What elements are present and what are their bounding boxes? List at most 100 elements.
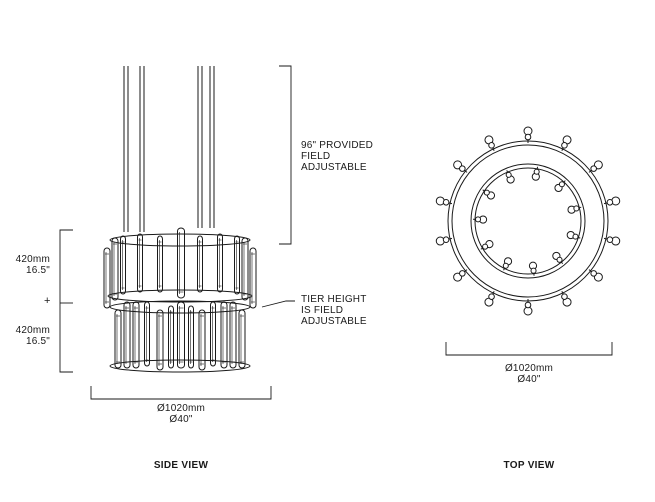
cable-note-line-3: ADJUSTABLE [301, 162, 367, 173]
cable-length-bracket [279, 65, 292, 245]
tube-outline [177, 301, 185, 369]
tier-note-line-2: IS FIELD [301, 305, 344, 316]
lamp-bulb-inner [573, 205, 580, 212]
top-view-diameter-label: Ø1020mm Ø40" [484, 363, 574, 385]
lamp-head [588, 160, 603, 173]
glass-tube [238, 309, 246, 369]
tier-height-leader [261, 300, 295, 308]
glass-tube [234, 235, 240, 295]
glass-tube [157, 235, 163, 293]
lamp-bulb-inner [590, 165, 597, 172]
top-view-title: TOP VIEW [503, 460, 555, 471]
tube-outline [241, 237, 249, 301]
tube-outline [111, 237, 119, 301]
lamp-head [531, 166, 540, 181]
tube-outline [177, 227, 185, 299]
lamp-head [528, 261, 538, 276]
lamp-bulb-inner [590, 270, 597, 277]
side-view-diameter-in: Ø40" [169, 414, 193, 425]
glass-tube [114, 309, 122, 369]
top-view-diameter-mm: Ø1020mm [504, 363, 554, 374]
tier-note-line-3: ADJUSTABLE [301, 316, 367, 327]
lower-tier-height-in: 16.5" [25, 336, 50, 347]
lamp-bulb-inner [459, 270, 466, 277]
lamp-head [480, 240, 494, 250]
tier-note-line-1: TIER HEIGHT [301, 294, 367, 305]
lamp-bulb-inner [442, 199, 450, 206]
tier-divider-marker: + [44, 295, 51, 307]
lamp-head [435, 236, 453, 246]
lamp-bulb-inner [488, 142, 495, 149]
tube-outline [197, 235, 203, 293]
top-view-diameter-in: Ø40" [517, 374, 541, 385]
side-view-diameter-mm: Ø1020mm [156, 403, 206, 414]
lamp-head [567, 205, 582, 214]
lamp-head [505, 170, 515, 184]
glass-tube [198, 309, 206, 371]
lamp-head [561, 135, 572, 151]
glass-tube [144, 301, 150, 367]
glass-tube [111, 237, 119, 301]
inner-ring-inner-edge [474, 167, 582, 275]
upper-ring-top [109, 233, 251, 247]
tube-outline [132, 301, 140, 369]
outer-ring-inner-edge [451, 144, 605, 298]
lamp-bulb-inner [556, 256, 563, 263]
lamp-bulb-inner [482, 243, 489, 250]
lower-ring-top [109, 300, 251, 314]
side-view-drawing [103, 66, 257, 373]
lamp-head [566, 230, 581, 240]
lamp-bulb-inner [475, 216, 482, 223]
tube-outline [120, 235, 126, 295]
tube-outline [123, 301, 131, 369]
lamp-head [603, 236, 621, 246]
lamp-head [473, 215, 488, 224]
glass-tube [197, 235, 203, 293]
lamp-head [561, 291, 572, 307]
lamp-bulb [435, 236, 445, 246]
glass-tube [123, 301, 131, 369]
tube-outline [103, 247, 111, 309]
side-view-width-bracket [90, 386, 272, 400]
lower-tier-height-mm: 420mm [15, 325, 50, 336]
lamp-head [453, 269, 468, 282]
side-view-title: SIDE VIEW [153, 460, 209, 471]
tube-outline [249, 247, 257, 309]
tube-outline [157, 235, 163, 293]
upper-tier-height-label: 420mm 16.5" [6, 254, 50, 276]
glass-tube [132, 301, 140, 369]
glass-tube [220, 301, 228, 369]
lower-ring-bottom [109, 359, 251, 373]
tube-outline [168, 305, 174, 369]
lamp-bulb-inner [530, 267, 537, 274]
tube-outline [137, 233, 143, 293]
lamp-bulb-inner [442, 236, 450, 243]
glass-tube [177, 227, 185, 299]
lamp-bulb-inner [606, 199, 614, 206]
top-view-width-bracket [445, 342, 613, 356]
tube-outline [234, 235, 240, 295]
lamp-bulb-inner [606, 236, 614, 243]
overall-height-bracket [59, 229, 73, 373]
tube-outline [217, 233, 223, 293]
lower-tier-height-label: 420mm 16.5" [6, 325, 50, 347]
lamp-bulb-inner [572, 233, 579, 240]
lamp-bulb-inner [561, 142, 568, 149]
dimension-lines [59, 65, 613, 400]
lamp-head [552, 251, 564, 265]
lamp-bulb-inner [524, 133, 532, 141]
outer-ring-outer-edge [447, 140, 609, 302]
glass-tube [137, 233, 143, 293]
lamp-head [502, 257, 513, 271]
inner-ring-outer-edge [470, 163, 586, 279]
lamp-head [484, 135, 495, 151]
cable-length-note: 96" PROVIDED FIELD ADJUSTABLE [301, 140, 373, 173]
tube-outline [144, 301, 150, 367]
lamp-bulb-inner [558, 181, 565, 188]
glass-tube [103, 247, 111, 309]
lamp-head [435, 196, 453, 206]
upper-tier-height-in: 16.5" [25, 265, 50, 276]
lamp-bulb-inner [502, 262, 509, 269]
glass-tube [210, 301, 216, 367]
